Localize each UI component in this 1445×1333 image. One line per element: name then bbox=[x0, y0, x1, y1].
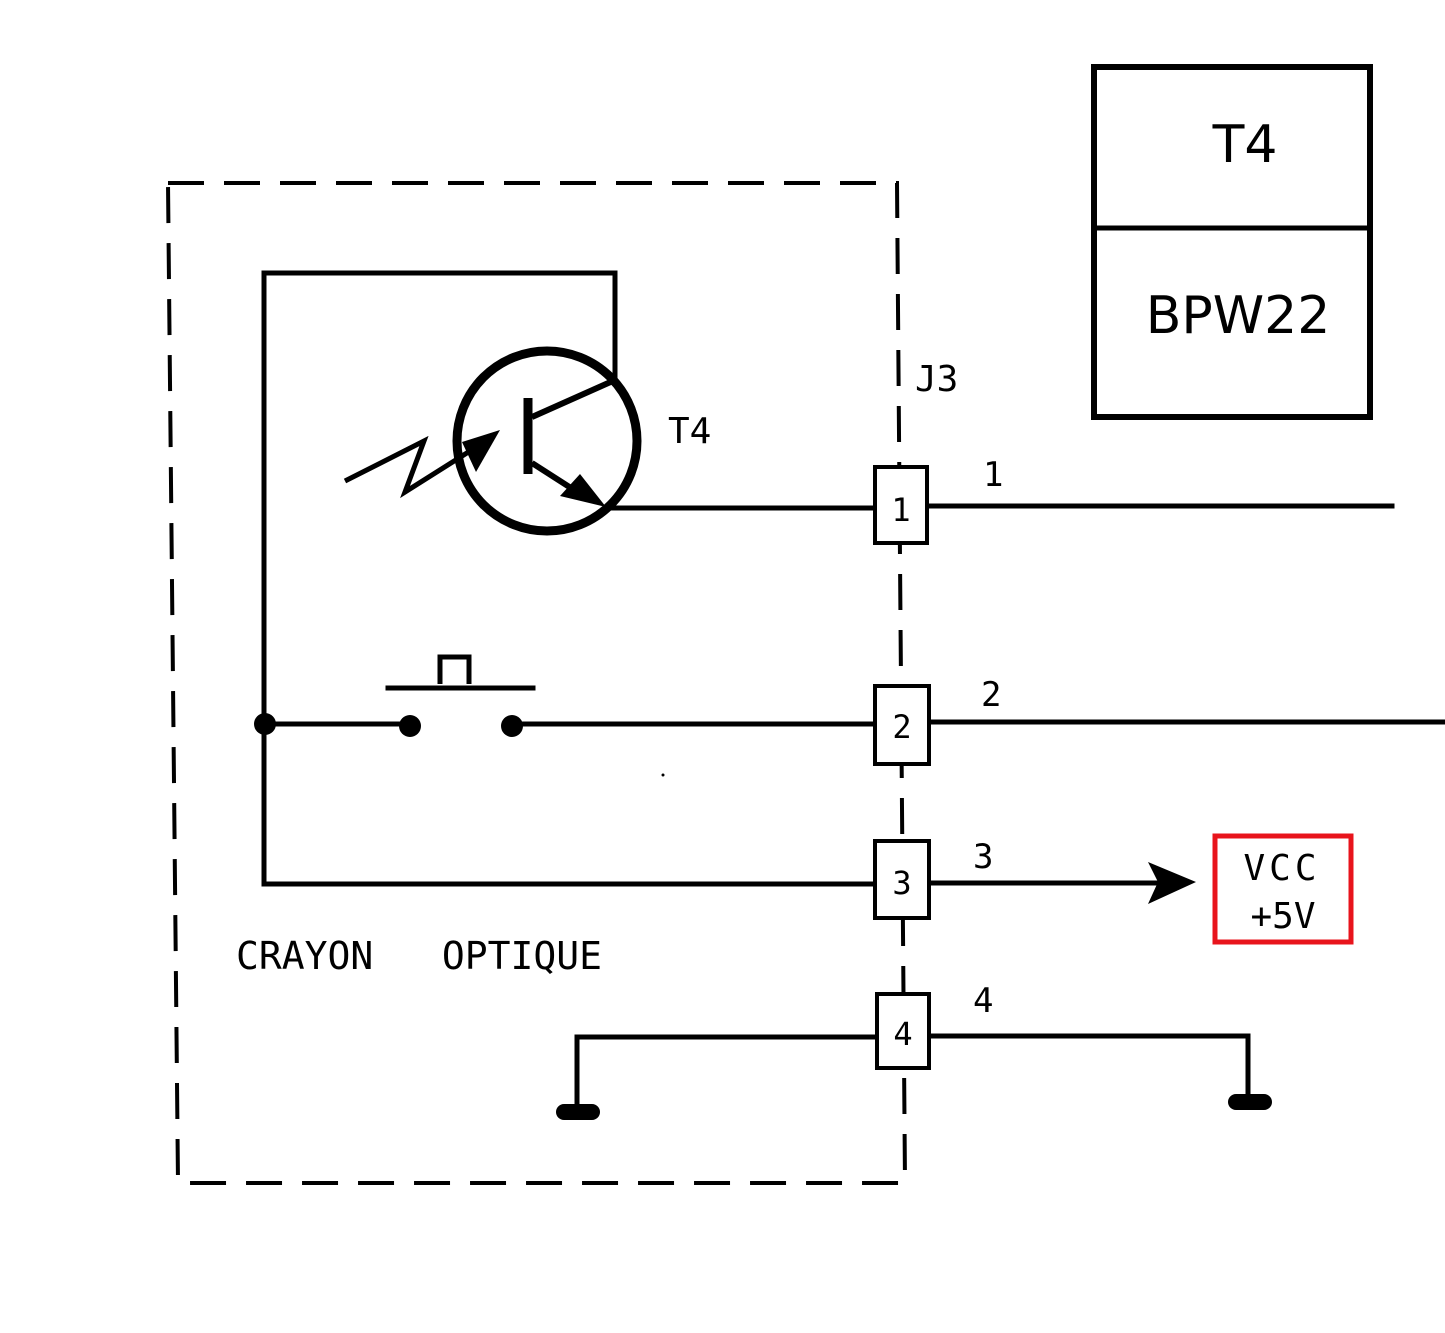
pin3-wire-left bbox=[261, 715, 878, 887]
pin-3-wire-label: 3 bbox=[973, 837, 993, 877]
pin-1-number: 1 bbox=[891, 491, 910, 529]
transistor-label: T4 bbox=[668, 411, 711, 452]
light-arrow-icon bbox=[343, 430, 500, 499]
push-button-switch bbox=[385, 654, 536, 737]
voltage-label: +5V bbox=[1250, 896, 1315, 937]
vcc-label: VCC bbox=[1243, 848, 1320, 889]
stray-dot bbox=[661, 773, 665, 777]
pin-3-number: 3 bbox=[892, 864, 911, 902]
vcc-box: VCC +5V bbox=[1212, 833, 1354, 945]
part-table-designator: T4 bbox=[1212, 115, 1278, 175]
ground-icon bbox=[556, 1104, 600, 1120]
pin-1-wire-label: 1 bbox=[983, 455, 1003, 495]
pin-2-number: 2 bbox=[892, 708, 911, 746]
pin-4-number: 4 bbox=[893, 1015, 912, 1053]
pin4-wire-right bbox=[926, 1033, 1251, 1101]
connector-pin-3: 3 bbox=[873, 839, 931, 920]
pin-2-wire-label: 2 bbox=[981, 675, 1001, 715]
pin4-wire-left bbox=[574, 1034, 878, 1109]
collector-loop-wire bbox=[261, 270, 618, 721]
connector-pin-2: 2 bbox=[873, 684, 931, 766]
dashed-enclosure bbox=[166, 181, 908, 1185]
connector-pin-4: 4 bbox=[875, 992, 931, 1070]
connector-pin-1: 1 bbox=[873, 465, 929, 545]
block-label: CRAYON OPTIQUE bbox=[236, 934, 602, 978]
phototransistor-symbol bbox=[452, 346, 642, 536]
connector-label: J3 bbox=[915, 359, 958, 400]
vcc-arrow-icon bbox=[1148, 862, 1196, 904]
part-table-part-number: BPW22 bbox=[1146, 286, 1331, 346]
part-table: T4 BPW22 bbox=[1091, 64, 1373, 420]
ground-icon bbox=[1228, 1094, 1272, 1110]
pin-4-wire-label: 4 bbox=[973, 981, 993, 1021]
